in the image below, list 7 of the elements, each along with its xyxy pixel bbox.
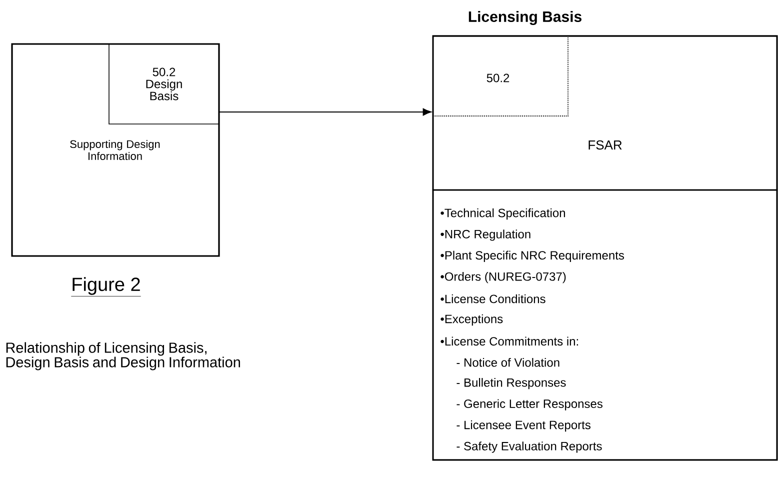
caption: Relationship of Licensing Basis, Design Basis and Design Information xyxy=(6,342,240,370)
node-label: Licensing Basis xyxy=(468,10,582,26)
figure-number: Figure 2 xyxy=(70,277,142,296)
dotted-box: 50.2 xyxy=(432,36,568,116)
arrow xyxy=(218,108,432,116)
design-basis-box: 50.2 Design Basis xyxy=(108,44,220,124)
list-section: •Technical Specification •NRC Regulation •Plant Specific NRC Requirements •Orders (NUREG-0737) •License Conditions •Exceptions •License Commitments in: - Notice of Violation - Bulletin Responses - Generic Letter Responses - Licensee Event Reports - Safety Evaluation Reports xyxy=(432,189,778,461)
